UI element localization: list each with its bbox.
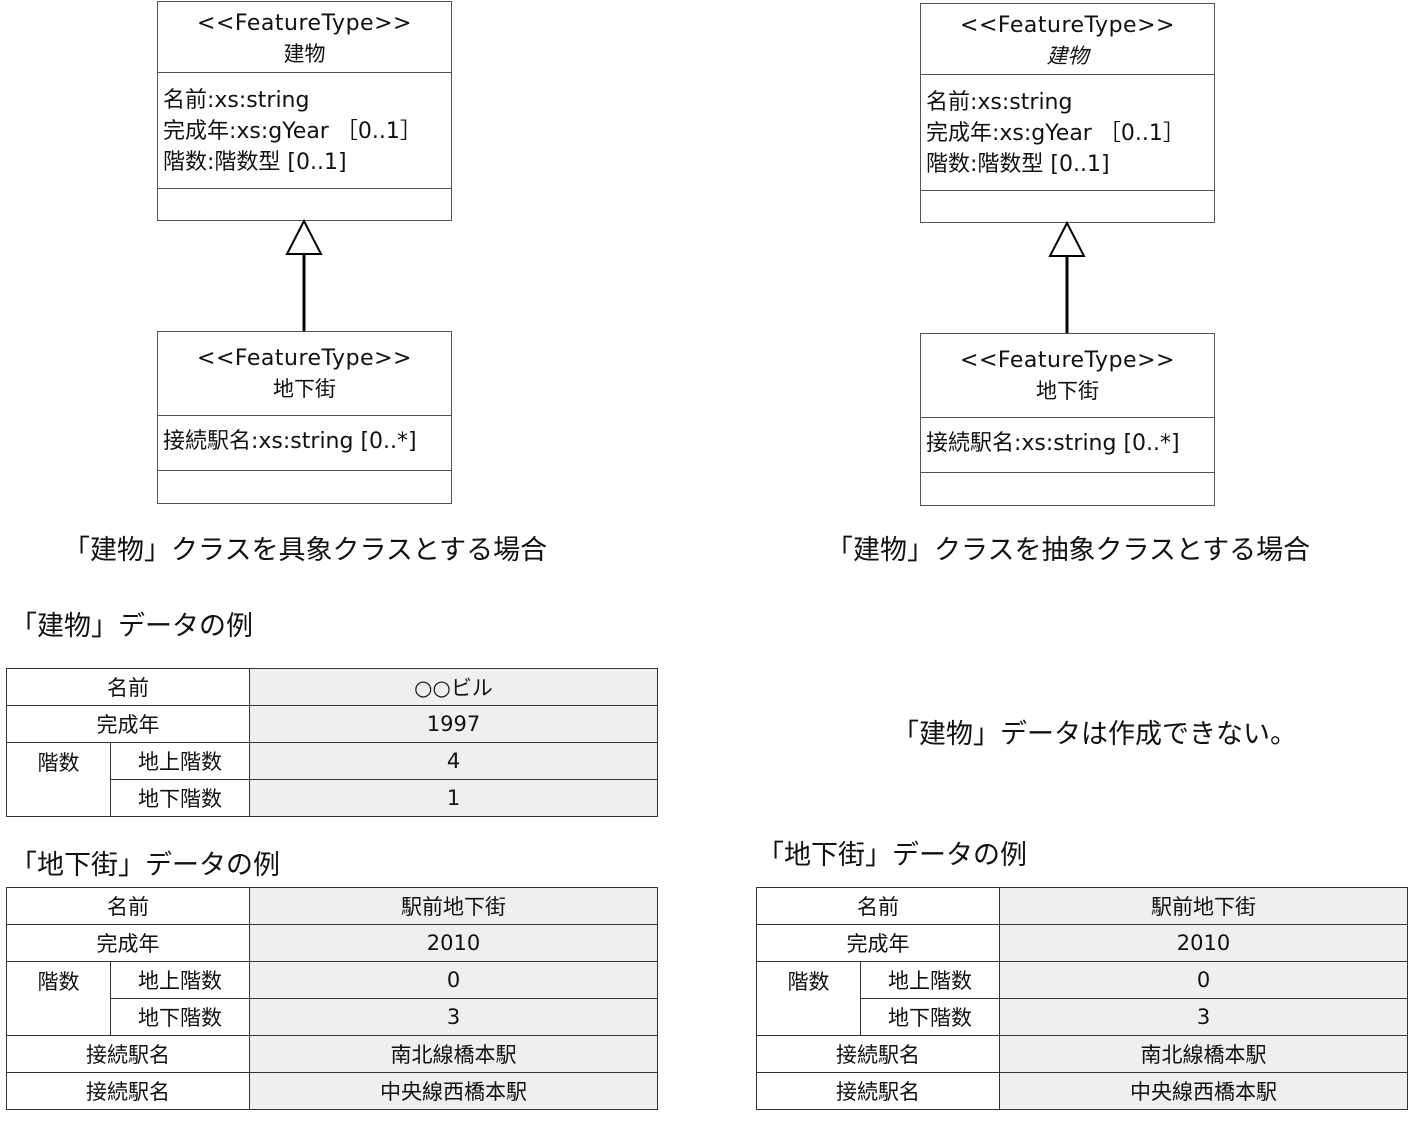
field-value: 南北線橋本駅 [999, 1035, 1408, 1073]
field-value: 南北線橋本駅 [249, 1035, 658, 1073]
table-row: 接続駅名 南北線橋本駅 [6, 1035, 658, 1073]
table-row: 接続駅名 中央線西橋本駅 [6, 1072, 658, 1110]
field-label: 完成年 [6, 705, 250, 743]
left-superclass-box: <<FeatureType>> 建物 名前:xs:string 完成年:xs:g… [157, 1, 452, 221]
table-row: 完成年 2010 [6, 924, 658, 962]
class-name: 地下街 [1036, 379, 1099, 403]
table-row: 接続駅名 中央線西橋本駅 [756, 1072, 1408, 1110]
field-label: 接続駅名 [6, 1035, 250, 1073]
field-label: 地上階数 [110, 961, 250, 999]
field-label: 地下階数 [860, 998, 1000, 1036]
class-header: <<FeatureType>> 建物 [158, 2, 451, 73]
left-subclass-box: <<FeatureType>> 地下街 接続駅名:xs:string [0..*… [157, 331, 452, 504]
attribute: 階数:階数型 [0..1] [926, 152, 1110, 177]
field-label: 完成年 [6, 924, 250, 962]
field-value: 1997 [249, 705, 658, 743]
field-label: 階数 [6, 961, 111, 1036]
field-label: 地上階数 [860, 961, 1000, 999]
field-value: 2010 [999, 924, 1408, 962]
field-label: 地下階数 [110, 998, 250, 1036]
left-diagram-caption: 「建物」クラスを具象クラスとする場合 [63, 535, 548, 566]
table-row: 名前 駅前地下街 [6, 887, 658, 925]
table-row: 完成年 1997 [6, 705, 658, 743]
attribute: 接続駅名:xs:string [0..*] [926, 431, 1180, 456]
stereotype-label: <<FeatureType>> [960, 348, 1175, 373]
field-label: 接続駅名 [6, 1072, 250, 1110]
field-label: 名前 [6, 887, 250, 925]
table-row: 地下階数 1 [7, 779, 658, 817]
building-not-creatable-note: 「建物」データは作成できない。 [892, 719, 1297, 750]
attribute-compartment: 名前:xs:string 完成年:xs:gYear ［0..1］ 階数:階数型 … [921, 75, 1214, 191]
table-row: 名前 ○○ビル [6, 668, 658, 706]
attribute: 階数:階数型 [0..1] [163, 150, 347, 175]
building-data-table: 名前 ○○ビル 完成年 1997 階数 地上階数 4 地下階数 1 [6, 668, 658, 817]
field-label: 接続駅名 [756, 1035, 1000, 1073]
class-name: 地下街 [273, 377, 336, 401]
field-label: 階数 [756, 961, 861, 1036]
attribute: 名前:xs:string [926, 90, 1073, 115]
field-value: 駅前地下街 [999, 887, 1408, 925]
right-generalization-arrow [1048, 220, 1086, 333]
left-generalization-arrow [285, 218, 323, 331]
table-row: 接続駅名 南北線橋本駅 [756, 1035, 1408, 1073]
underground-example-title-right: 「地下街」データの例 [757, 840, 1027, 871]
stereotype-label: <<FeatureType>> [960, 13, 1175, 38]
field-label: 接続駅名 [756, 1072, 1000, 1110]
table-row: 地下階数 3 [7, 998, 658, 1036]
field-value: ○○ビル [249, 668, 658, 706]
building-example-title: 「建物」データの例 [10, 611, 253, 642]
field-label: 名前 [6, 668, 250, 706]
field-label: 完成年 [756, 924, 1000, 962]
field-value: 1 [249, 779, 658, 817]
underground-data-table-left: 名前 駅前地下街 完成年 2010 階数 地上階数 0 地下階数 3 接続駅名 … [6, 887, 658, 1110]
attribute: 接続駅名:xs:string [0..*] [163, 429, 417, 454]
class-header: <<FeatureType>> 建物 [921, 4, 1214, 75]
field-label: 階数 [6, 742, 111, 817]
attribute-compartment: 接続駅名:xs:string [0..*] [158, 416, 451, 471]
field-label: 名前 [756, 887, 1000, 925]
attribute-compartment: 接続駅名:xs:string [0..*] [921, 418, 1214, 473]
table-row: 地下階数 3 [757, 998, 1408, 1036]
field-value: 0 [249, 961, 658, 999]
table-row: 名前 駅前地下街 [756, 887, 1408, 925]
right-diagram-caption: 「建物」クラスを抽象クラスとする場合 [826, 535, 1311, 566]
stereotype-label: <<FeatureType>> [197, 346, 412, 371]
field-value: 4 [249, 742, 658, 780]
right-superclass-box: <<FeatureType>> 建物 名前:xs:string 完成年:xs:g… [920, 3, 1215, 223]
underground-data-table-right: 名前 駅前地下街 完成年 2010 階数 地上階数 0 地下階数 3 接続駅名 … [756, 887, 1408, 1110]
field-value: 駅前地下街 [249, 887, 658, 925]
field-value: 中央線西橋本駅 [999, 1072, 1408, 1110]
table-row: 階数 地上階数 0 [6, 961, 658, 1036]
field-label: 地上階数 [110, 742, 250, 780]
field-value: 2010 [249, 924, 658, 962]
table-row: 完成年 2010 [756, 924, 1408, 962]
right-subclass-box: <<FeatureType>> 地下街 接続駅名:xs:string [0..*… [920, 333, 1215, 506]
underground-example-title-left: 「地下街」データの例 [10, 850, 280, 881]
class-header: <<FeatureType>> 地下街 [158, 332, 451, 416]
table-row: 階数 地上階数 4 [6, 742, 658, 817]
class-header: <<FeatureType>> 地下街 [921, 334, 1214, 418]
field-value: 3 [249, 998, 658, 1036]
stereotype-label: <<FeatureType>> [197, 11, 412, 36]
abstract-class-name: 建物 [1046, 44, 1089, 68]
field-label: 地下階数 [110, 779, 250, 817]
class-name: 建物 [283, 42, 326, 66]
field-value: 3 [999, 998, 1408, 1036]
attribute: 完成年:xs:gYear ［0..1］ [163, 119, 422, 144]
attribute-compartment: 名前:xs:string 完成年:xs:gYear ［0..1］ 階数:階数型 … [158, 73, 451, 189]
field-value: 中央線西橋本駅 [249, 1072, 658, 1110]
field-value: 0 [999, 961, 1408, 999]
table-row: 階数 地上階数 0 [756, 961, 1408, 1036]
attribute: 完成年:xs:gYear ［0..1］ [926, 121, 1185, 146]
attribute: 名前:xs:string [163, 88, 310, 113]
